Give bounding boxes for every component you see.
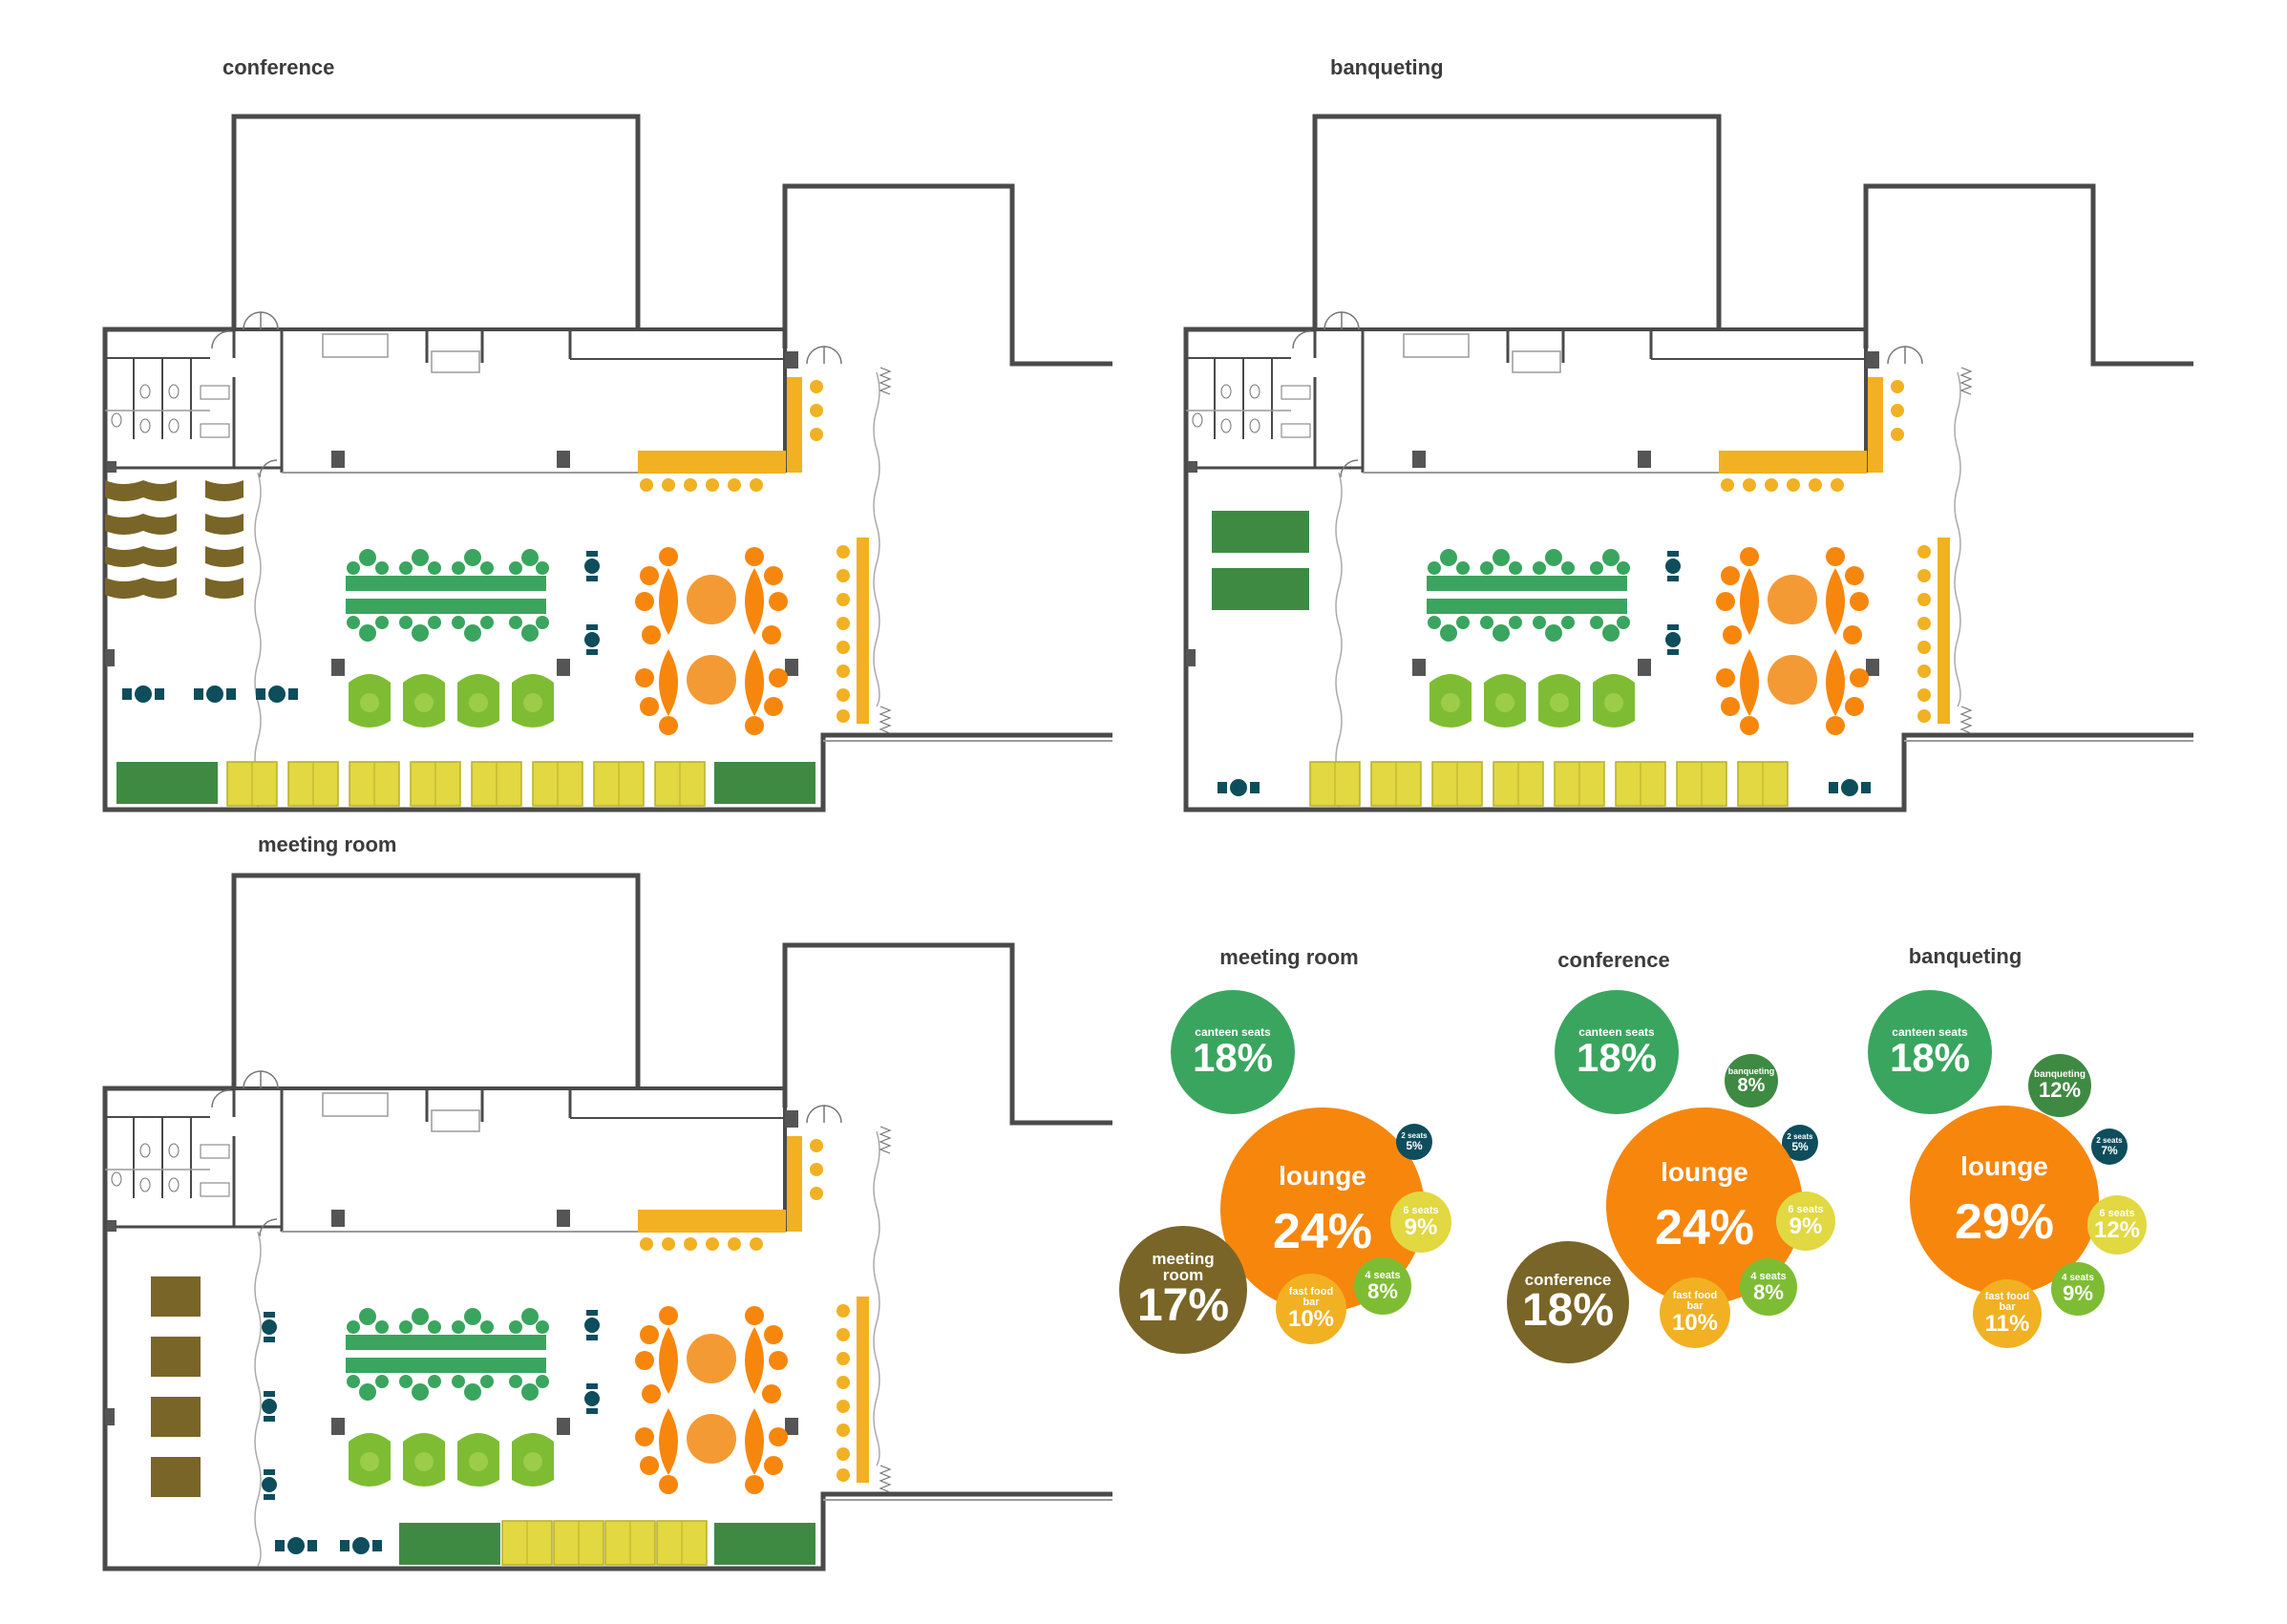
- bubble-percent: 24%: [1272, 1204, 1373, 1259]
- bubble-label: lounge: [1960, 1151, 2048, 1181]
- bubble-percent: 10%: [1287, 1306, 1335, 1332]
- bubble-label: conference: [1524, 1270, 1612, 1289]
- bubble-title-meeting-room: meeting room: [1219, 945, 1359, 969]
- bubble-label: canteen seats: [1578, 1025, 1655, 1039]
- bubble-canteen-seats: canteen seats 18%: [1171, 990, 1295, 1114]
- bubble-label: lounge: [1279, 1161, 1366, 1191]
- bubble-percent: 5%: [1406, 1139, 1423, 1152]
- bubble-canteen-seats: canteen seats 18%: [1868, 990, 1992, 1114]
- bubble-label: 6 seats: [1403, 1204, 1439, 1216]
- bubble-label: 4 seats: [2062, 1273, 2094, 1283]
- bubble-percent: 18%: [1889, 1035, 1971, 1080]
- bubble-percent: 12%: [2038, 1078, 2082, 1102]
- bubble-label: 2 seats: [1787, 1132, 1813, 1141]
- bubble-label: fast food bar: [1672, 1290, 1718, 1312]
- bubble-4-seats: 4 seats 8%: [1740, 1258, 1797, 1316]
- plan-conference: [105, 116, 1112, 810]
- bubble-percent: 24%: [1654, 1200, 1755, 1255]
- bubble-meeting-room: meeting room 17%: [1119, 1226, 1247, 1354]
- bubble-label: 2 seats: [2096, 1136, 2123, 1145]
- bubble-banqueting: banqueting 12%: [2028, 1054, 2091, 1117]
- bubble-label: 2 seats: [1401, 1131, 1428, 1140]
- bubble-banqueting: banqueting 8%: [1725, 1054, 1778, 1107]
- bubble-percent: 17%: [1136, 1280, 1230, 1331]
- bubble-label: meeting room: [1152, 1250, 1215, 1284]
- bubble-fast-food-bar: fast food bar 10%: [1276, 1274, 1346, 1344]
- bubble-6-seats: 6 seats 9%: [1776, 1192, 1835, 1251]
- bubble-percent: 9%: [1404, 1213, 1438, 1240]
- bubble-percent: 8%: [1737, 1074, 1766, 1096]
- bubble-percent: 9%: [2063, 1281, 2093, 1305]
- bubble-lounge: lounge 29%: [1910, 1106, 2099, 1295]
- bubble-percent: 8%: [1753, 1279, 1784, 1304]
- bubble-percent: 29%: [1954, 1194, 2055, 1250]
- bubble-label: 4 seats: [1750, 1270, 1787, 1282]
- bubble-label: canteen seats: [1195, 1025, 1271, 1039]
- bubble-percent: 18%: [1521, 1284, 1615, 1336]
- bubble-label: banqueting: [1727, 1065, 1775, 1076]
- plan-title-meeting-room: meeting room: [258, 833, 397, 856]
- bubble-4-seats: 4 seats 8%: [1354, 1257, 1411, 1315]
- bubble-conference: conference 18%: [1507, 1241, 1629, 1363]
- bubble-4-seats: 4 seats 9%: [2051, 1262, 2105, 1316]
- bubble-label: fast food bar: [1288, 1286, 1334, 1308]
- bubble-percent: 9%: [1789, 1213, 1823, 1239]
- bubble-percent: 12%: [2093, 1216, 2141, 1243]
- bubble-label: 6 seats: [1788, 1203, 1824, 1215]
- bubble-fast-food-bar: fast food bar 10%: [1660, 1277, 1730, 1348]
- bubble-title-banqueting: banqueting: [1908, 944, 2022, 968]
- bubble-percent: 11%: [1984, 1311, 2030, 1337]
- bubble-percent: 18%: [1576, 1035, 1658, 1080]
- bubble-2-seats: 2 seats 5%: [1396, 1124, 1432, 1160]
- bubble-percent: 7%: [2101, 1144, 2118, 1157]
- bubble-6-seats: 6 seats 9%: [1390, 1192, 1451, 1253]
- plan-banqueting: [1186, 116, 2193, 810]
- bubble-canteen-seats: canteen seats 18%: [1555, 990, 1679, 1114]
- bubble-percent: 18%: [1192, 1035, 1274, 1080]
- bubble-label: fast food bar: [1984, 1291, 2030, 1313]
- bubble-6-seats: 6 seats 12%: [2087, 1195, 2147, 1255]
- bubble-label: 6 seats: [2099, 1207, 2135, 1219]
- bubble-percent: 10%: [1671, 1310, 1719, 1336]
- plan-title-banqueting: banqueting: [1330, 55, 1444, 79]
- bubble-fast-food-bar: fast food bar 11%: [1973, 1279, 2042, 1348]
- plan-meeting-room: [105, 875, 1112, 1569]
- bubble-label: canteen seats: [1892, 1025, 1968, 1039]
- bubble-label: banqueting: [2034, 1069, 2086, 1080]
- bubble-percent: 5%: [1791, 1140, 1809, 1153]
- bubble-label: 4 seats: [1365, 1269, 1401, 1281]
- bubble-label: lounge: [1661, 1157, 1748, 1187]
- bubble-2-seats: 2 seats 7%: [2091, 1128, 2128, 1165]
- bubble-title-conference: conference: [1557, 948, 1670, 972]
- plan-title-conference: conference: [222, 55, 335, 79]
- bubble-percent: 8%: [1367, 1278, 1398, 1303]
